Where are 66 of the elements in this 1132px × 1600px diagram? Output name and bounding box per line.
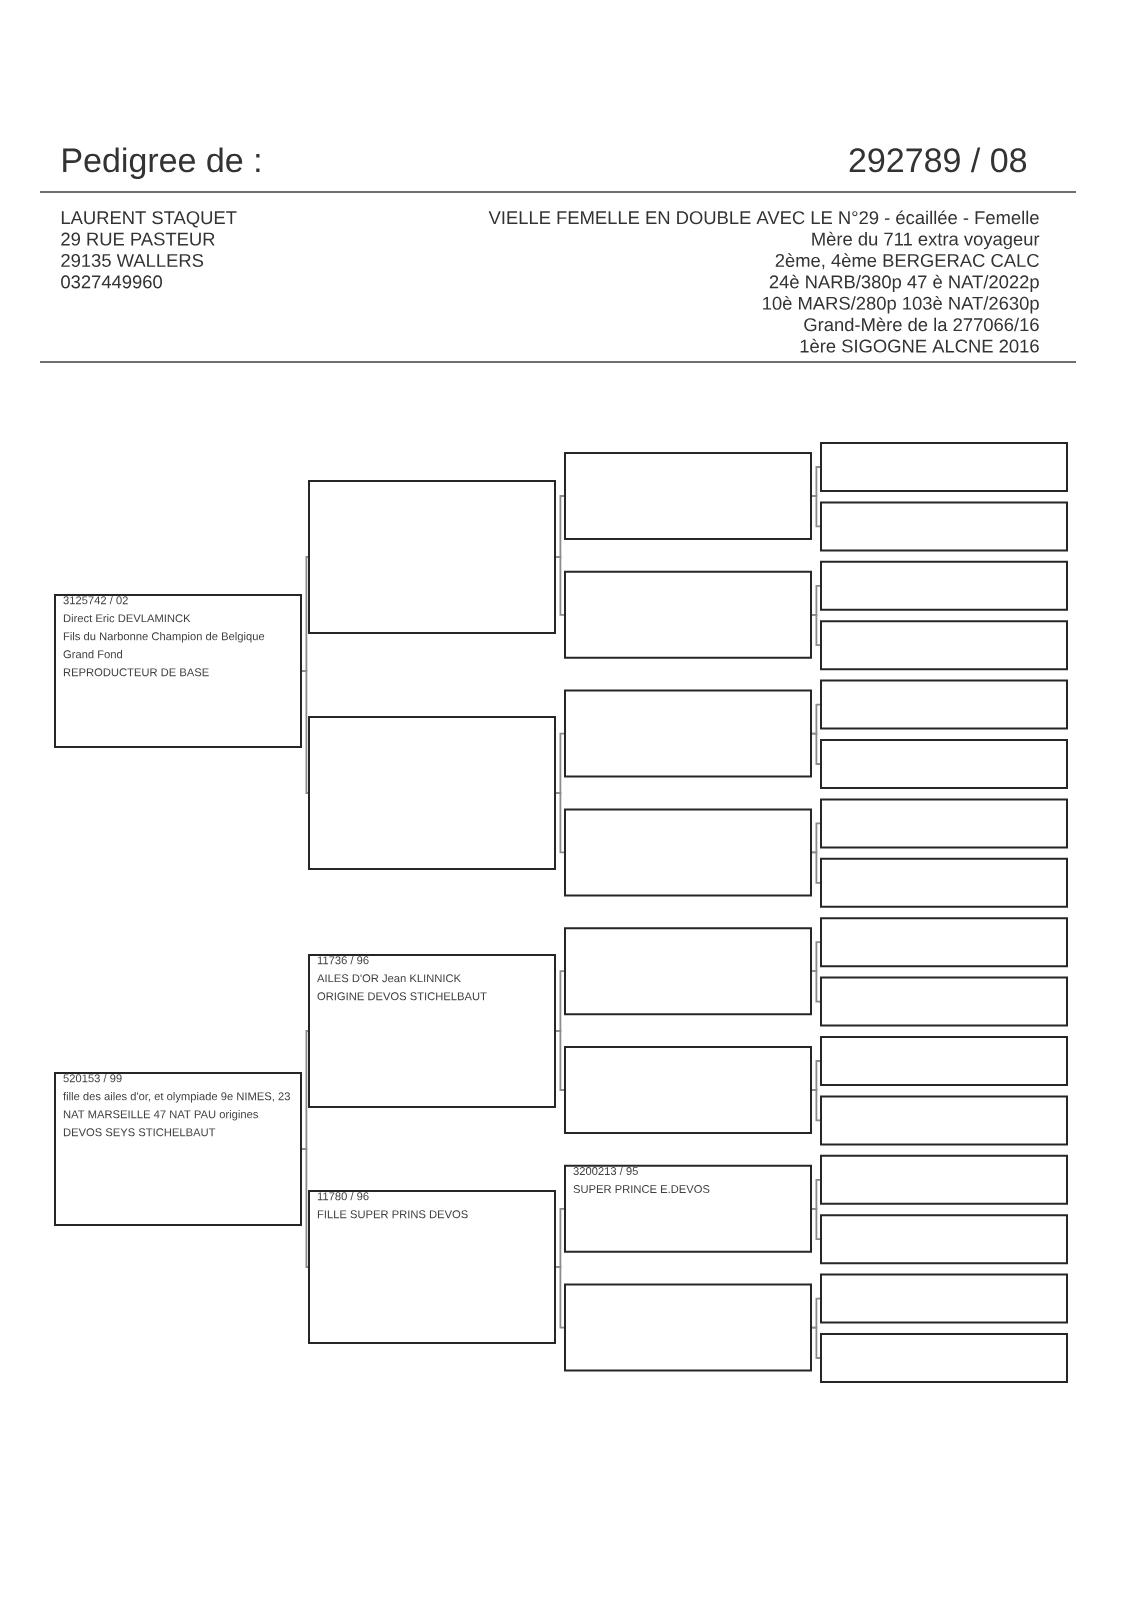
bracket-line [811,1326,821,1359]
pedigree-box [564,1283,812,1372]
pedigree-box [308,716,556,870]
bracket-line [811,941,821,973]
bracket-line [811,732,821,765]
owner-line: LAURENT STAQUET [61,211,237,228]
bracket-line [811,1207,821,1241]
bracket-line [811,703,821,735]
pedigree-box [564,570,812,659]
description-line: Mère du 711 extra voyageur [812,231,1040,250]
bracket-line [555,1207,565,1268]
pedigree-box [820,857,1068,908]
pedigree-box [564,452,812,540]
bracket-line [555,732,565,794]
description-line: 10è MARS/280p 103è NAT/2630p [763,296,1039,314]
bracket-line [301,556,309,672]
pedigree-box [820,1273,1068,1324]
bracket-line [811,851,821,884]
description-line: 1ère SIGOGNE ALCNE 2016 [800,338,1039,353]
pedigree-box [820,1214,1068,1265]
bracket-line [811,1297,821,1329]
description-line: Grand-Mère de la 277066/16 [804,317,1039,332]
bracket-line [811,466,821,497]
bracket-line [555,1266,565,1329]
bracket-line [555,792,565,854]
pedigree-box [564,1046,812,1134]
pedigree-box [308,480,556,634]
pedigree-box [820,560,1068,611]
bracket-line [301,1030,309,1150]
description-line: 2ème, 4ème BERGERAC CALC [775,253,1039,270]
pedigree-box [820,620,1068,671]
bracket-line [811,822,821,854]
bracket-line [301,670,309,794]
bracket-line [555,970,565,1032]
pedigree-box [564,808,812,897]
pedigree-box [820,976,1068,1027]
description-line: VIELLE FEMELLE EN DOUBLE AVEC LE N°29 - écaillée - Femelle [488,210,1039,225]
bracket-line [811,1089,821,1122]
pedigree-box [820,1333,1068,1383]
bracket-line [811,1178,821,1210]
pedigree-box [820,1036,1068,1086]
bracket-line [811,495,821,528]
bracket-line [811,613,821,647]
bracket-line [811,970,821,1003]
pedigree-box [820,798,1068,849]
bracket-line [811,584,821,616]
pedigree-number: 292789 / 08 [849,147,1027,173]
description-line: 24è NARB/380p 47 è NAT/2022p [769,274,1039,293]
bracket-line [555,556,565,616]
pedigree-box [820,1095,1068,1146]
owner-line: 29 RUE PASTEUR [61,232,215,246]
pedigree-box [820,917,1068,968]
pedigree-box [820,501,1068,552]
bracket-line [301,1148,309,1268]
pedigree-box [820,679,1068,730]
bracket-line [555,1030,565,1091]
owner-line: 0327449960 [61,275,162,289]
pedigree-box [564,927,812,1016]
bracket-line [555,495,565,558]
heading: Pedigree de : [63,147,260,180]
pedigree-box [820,1154,1068,1205]
pedigree-box [820,739,1068,789]
bracket-line [811,1060,821,1091]
pedigree-box [820,442,1068,492]
owner-line: 29135 WALLERS [61,253,204,267]
pedigree-box [564,689,812,778]
